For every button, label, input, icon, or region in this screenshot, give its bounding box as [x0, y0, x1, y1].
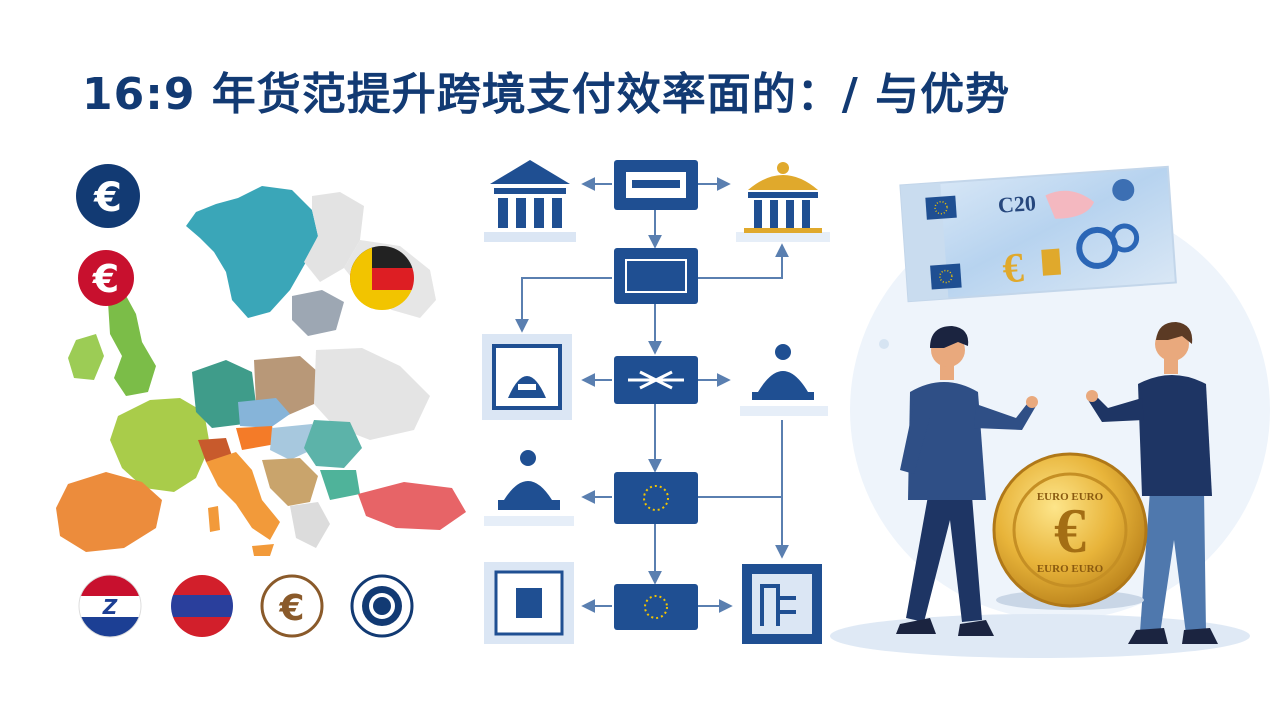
map-region-italy	[206, 452, 280, 540]
map-region-belarus-ukraine	[314, 348, 430, 440]
euro-gold-coin: EURO EURO EURO EURO €	[992, 452, 1148, 610]
map-region-romania	[304, 420, 362, 468]
flow-node-card	[614, 160, 698, 210]
archive-vault-icon	[484, 562, 574, 644]
euro-coin-icon-red: €	[78, 250, 134, 306]
svg-text:EURO EURO: EURO EURO	[1037, 563, 1104, 575]
svg-text:Z: Z	[102, 595, 118, 619]
bank-building-icon	[484, 160, 576, 242]
flow-node-eu-settlement	[614, 584, 698, 630]
euro-coin-icon-bronze: €	[260, 574, 324, 638]
map-region-greece	[290, 502, 330, 548]
map-region-sardinia	[208, 506, 220, 532]
svg-text:€: €	[93, 175, 122, 221]
map-region-ireland	[68, 334, 104, 380]
map-region-finland	[304, 192, 364, 282]
map-region-turkey	[358, 482, 466, 530]
svg-text:EURO EURO: EURO EURO	[1037, 491, 1104, 503]
svg-text:C20: C20	[997, 190, 1037, 218]
germany-flag-icon	[350, 246, 414, 310]
target-coin-icon	[350, 574, 414, 638]
svg-text:€: €	[1054, 495, 1086, 566]
government-dome-icon-small	[484, 450, 574, 526]
flow-node-transfer	[614, 356, 698, 404]
ledger-icon	[742, 564, 822, 644]
person-right	[1086, 322, 1218, 644]
map-region-switzerland	[198, 438, 232, 462]
map-region-uk	[108, 292, 156, 396]
euro-coin-icon-blue: €	[76, 164, 140, 228]
government-dome-icon	[740, 344, 828, 416]
map-region-spain	[56, 472, 162, 552]
map-region-scandinavia	[186, 186, 318, 318]
svg-text:€: €	[1001, 245, 1025, 292]
central-bank-icon	[736, 162, 830, 242]
map-region-austria	[236, 426, 276, 450]
map-region-baltic	[292, 290, 344, 336]
map-region-sicily	[252, 544, 274, 556]
red-white-blue-flag-icon: Z	[78, 574, 142, 638]
person-left	[896, 326, 1038, 636]
svg-text:€: €	[92, 257, 119, 301]
flow-diagram	[515, 177, 789, 613]
europe-map	[56, 186, 466, 556]
map-region-france	[110, 398, 210, 492]
flow-node-eu	[614, 472, 698, 524]
euro-banknote: C20 €	[879, 165, 1177, 349]
map-region-balkans	[262, 458, 318, 506]
payment-terminal-icon	[482, 334, 572, 420]
map-region-czech	[238, 398, 290, 428]
page-title: 16:9 年货范提升跨境支付效率面的：/ 与优势	[82, 69, 1011, 120]
map-region-bulgaria	[320, 470, 360, 500]
flow-node-gateway	[614, 248, 698, 304]
svg-text:€: €	[278, 588, 304, 629]
red-blue-flag-icon	[171, 575, 233, 637]
